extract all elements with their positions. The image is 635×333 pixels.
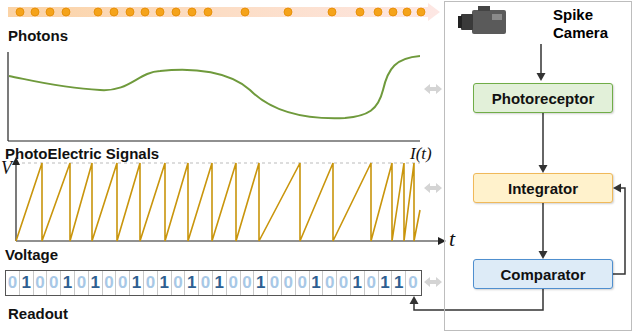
readout-bit: 1 xyxy=(61,271,75,295)
readout-bit: 0 xyxy=(144,271,158,295)
connector-line xyxy=(542,203,544,252)
readout-bit: 1 xyxy=(213,271,227,295)
box-label: Comparator xyxy=(500,266,585,283)
readout-bit: 0 xyxy=(296,271,310,295)
camera-arrow xyxy=(537,44,546,81)
readout-bit: 0 xyxy=(199,271,213,295)
axis-label: V xyxy=(1,158,12,179)
connector xyxy=(410,289,544,310)
readout-bit: 0 xyxy=(337,271,351,295)
camera-icon xyxy=(458,6,506,34)
arrow-head xyxy=(539,251,548,259)
readout-bit: 0 xyxy=(268,271,282,295)
box-label: Integrator xyxy=(508,180,578,197)
panel-title: Spike Camera xyxy=(553,6,627,42)
signal-plot xyxy=(8,52,420,141)
readout-bit: 1 xyxy=(254,271,268,295)
readout-bit: 1 xyxy=(130,271,144,295)
connector-line xyxy=(542,113,544,166)
readout-bit: 0 xyxy=(323,271,337,295)
arrow-head xyxy=(410,296,419,304)
correspondence-arrows xyxy=(424,84,442,287)
signal-symbol: I(t) xyxy=(410,144,432,164)
connector-line xyxy=(613,188,625,274)
voltage-plot xyxy=(12,157,446,245)
process-box: Photoreceptor xyxy=(473,83,613,113)
readout-bit: 0 xyxy=(365,271,379,295)
readout-bit: 1 xyxy=(89,271,103,295)
readout-bit: 0 xyxy=(406,271,420,295)
readout-bit: 0 xyxy=(172,271,186,295)
readout-bit: 0 xyxy=(282,271,296,295)
readout-bit: 0 xyxy=(103,271,117,295)
arrow-head xyxy=(613,184,621,193)
row-label: Photons xyxy=(8,27,68,44)
readout-bit: 0 xyxy=(227,271,241,295)
row-label: Voltage xyxy=(5,246,58,263)
process-box: Integrator xyxy=(473,173,613,203)
axis-label: t xyxy=(449,226,455,252)
readout-register: 010010100101010100100010010110Readout xyxy=(5,270,422,296)
readout-bit: 0 xyxy=(116,271,130,295)
readout-bit: 1 xyxy=(310,271,324,295)
readout-bit: 0 xyxy=(241,271,255,295)
process-box: Comparator xyxy=(473,259,613,289)
box-label: Photoreceptor xyxy=(492,90,595,107)
readout-bit: 1 xyxy=(158,271,172,295)
connector-line xyxy=(414,289,543,310)
arrow-head xyxy=(539,165,548,173)
row-label: Readout xyxy=(8,305,68,322)
photon-stream xyxy=(8,3,440,21)
readout-bit: 0 xyxy=(34,271,48,295)
connector xyxy=(613,184,625,275)
readout-bit: 1 xyxy=(379,271,393,295)
readout-bit: 0 xyxy=(47,271,61,295)
readout-bit: 1 xyxy=(392,271,406,295)
device-panel: Spike CameraPhotoreceptorIntegratorCompa… xyxy=(444,1,632,331)
connector xyxy=(539,203,548,259)
connector xyxy=(539,113,548,173)
readout-bit: 1 xyxy=(351,271,365,295)
row-label: PhotoElectric Signals xyxy=(5,145,159,162)
readout-bit: 0 xyxy=(75,271,89,295)
readout-bit: 1 xyxy=(20,271,34,295)
readout-bit: 0 xyxy=(6,271,20,295)
readout-bit: 1 xyxy=(185,271,199,295)
